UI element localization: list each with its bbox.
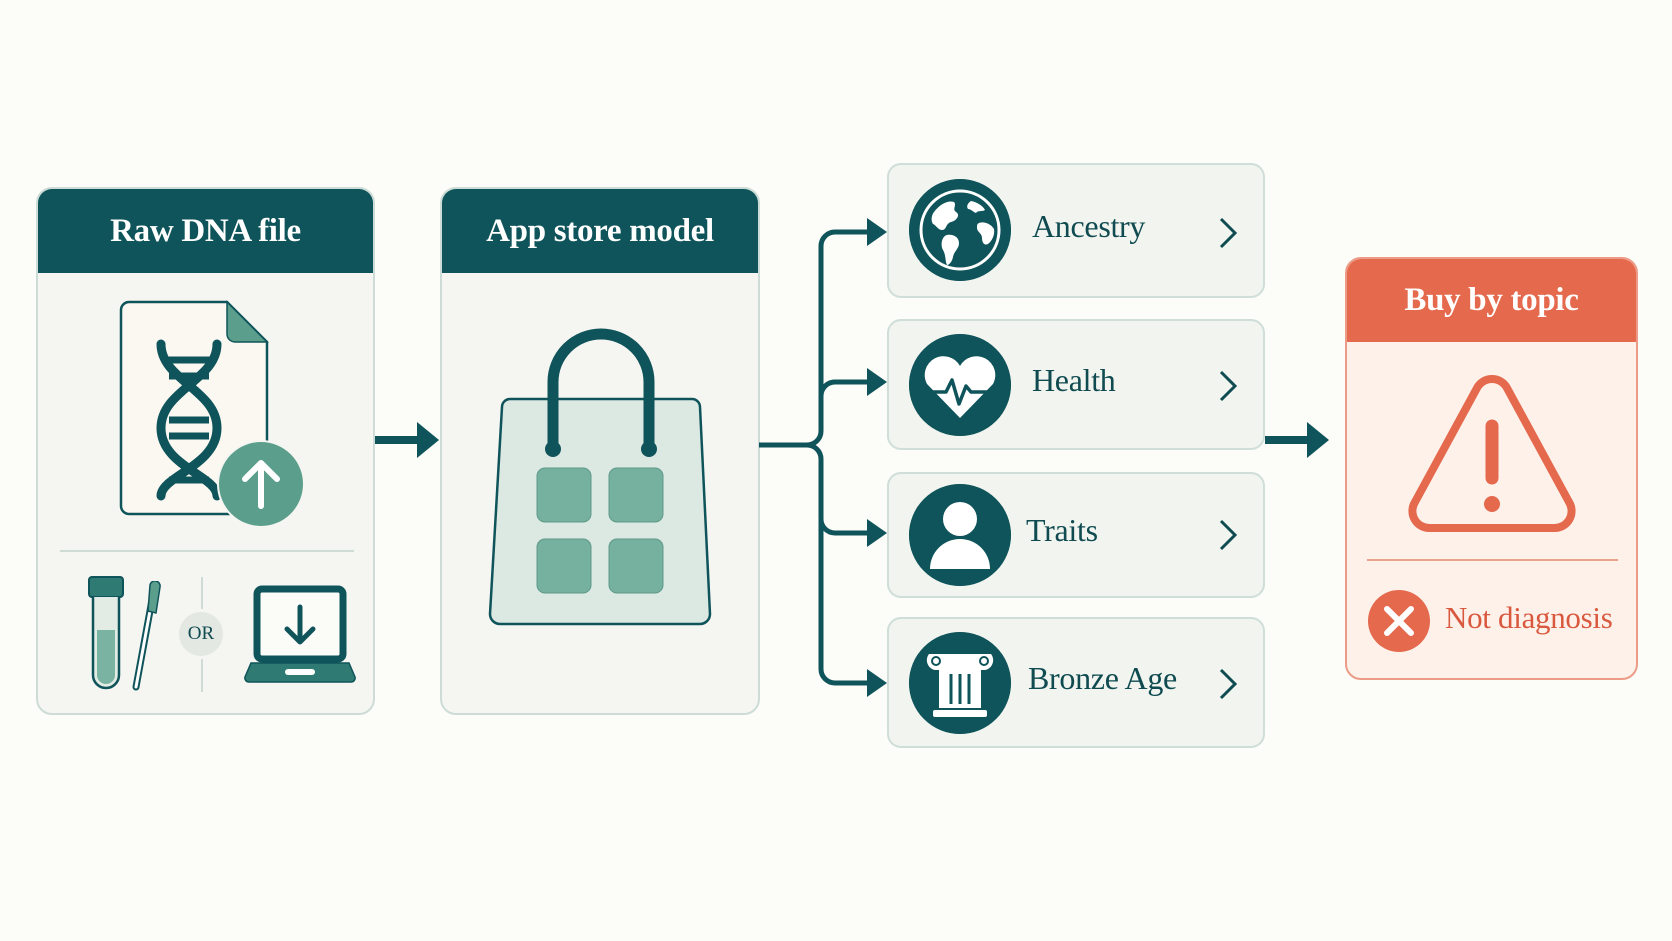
- or-badge: OR: [179, 612, 223, 656]
- buy-by-topic-title: Buy by topic: [1347, 259, 1636, 342]
- topic-card-bronze-age[interactable]: Bronze Age: [887, 617, 1265, 748]
- topic-label: Health: [1032, 362, 1116, 398]
- app-grid-icon: [536, 467, 664, 594]
- raw-dna-title: Raw DNA file: [38, 189, 373, 273]
- divider: [1367, 559, 1618, 561]
- or-divider-top: [201, 577, 203, 609]
- not-diagnosis-label: Not diagnosis: [1445, 600, 1613, 635]
- laptop-download-icon: [244, 585, 356, 683]
- or-label: OR: [187, 623, 215, 644]
- buy-by-topic-panel: Buy by topic Not diagnosis: [1345, 257, 1638, 680]
- topic-card-health[interactable]: Health: [887, 319, 1265, 450]
- raw-dna-panel: Raw DNA file: [36, 187, 375, 715]
- or-divider-bottom: [201, 659, 203, 692]
- shopping-bag-icon: [488, 328, 712, 626]
- chevron-right-icon[interactable]: [1217, 369, 1239, 403]
- topic-label: Traits: [1026, 512, 1098, 548]
- test-tube-icon: [88, 576, 124, 690]
- divider: [60, 550, 354, 552]
- topic-label: Bronze Age: [1028, 660, 1177, 696]
- topic-label: Ancestry: [1032, 208, 1146, 244]
- arrow-right-icon: [1265, 422, 1329, 458]
- chevron-right-icon[interactable]: [1217, 667, 1239, 701]
- chevron-right-icon[interactable]: [1217, 216, 1239, 250]
- upload-icon: [217, 440, 305, 528]
- x-circle-icon: [1368, 590, 1430, 652]
- column-icon: [909, 632, 1011, 734]
- topic-card-ancestry[interactable]: Ancestry: [887, 163, 1265, 298]
- app-store-title: App store model: [442, 189, 758, 273]
- person-icon: [909, 484, 1011, 586]
- branch-connector: [759, 218, 887, 697]
- warning-triangle-icon: [1408, 375, 1576, 532]
- globe-icon: [909, 179, 1011, 281]
- swab-icon: [132, 581, 161, 691]
- heart-pulse-icon: [909, 334, 1011, 436]
- app-store-panel: App store model: [440, 187, 760, 715]
- topic-card-traits[interactable]: Traits: [887, 472, 1265, 598]
- arrow-right-icon: [375, 422, 439, 458]
- chevron-right-icon[interactable]: [1217, 518, 1239, 552]
